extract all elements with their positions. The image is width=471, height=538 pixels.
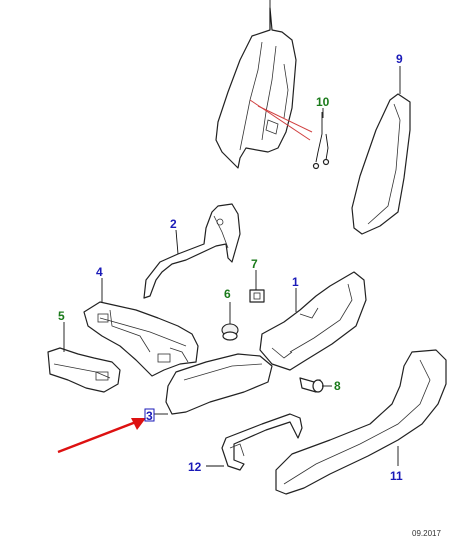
release-cable: [221, 413, 303, 471]
leader-lines: [63, 0, 401, 467]
callout-5[interactable]: 5: [58, 309, 65, 323]
wiring-connector: [312, 112, 330, 170]
base-rail: [47, 347, 121, 393]
callout-3[interactable]: 3: [146, 409, 153, 423]
red-indicator-arrow: [57, 418, 146, 454]
callout-2[interactable]: 2: [170, 217, 177, 231]
callout-9[interactable]: 9: [396, 52, 403, 66]
callout-3-highlight-box: [144, 408, 155, 422]
callout-10[interactable]: 10: [316, 95, 330, 109]
callout-12[interactable]: 12: [188, 460, 202, 474]
seat-frame: [83, 301, 199, 377]
date-stamp: 09.2017: [412, 529, 441, 538]
callout-8[interactable]: 8: [334, 379, 341, 393]
callout-11[interactable]: 11: [390, 469, 403, 483]
grommet-part: [221, 323, 239, 341]
callout-7[interactable]: 7: [251, 257, 258, 271]
callout-4[interactable]: 4: [96, 265, 103, 279]
seat-back-cover: [351, 93, 411, 235]
hinge-bracket: [143, 203, 241, 299]
side-trim-panel: [275, 349, 447, 495]
callout-1[interactable]: 1: [292, 275, 299, 289]
seat-cushion: [165, 353, 273, 415]
clip-part: [249, 289, 265, 303]
seat-back-panel: [215, 7, 297, 169]
hatch-line: [257, 105, 313, 133]
callout-6[interactable]: 6: [224, 287, 231, 301]
screw-part: [299, 377, 324, 393]
side-shield: [259, 271, 367, 371]
